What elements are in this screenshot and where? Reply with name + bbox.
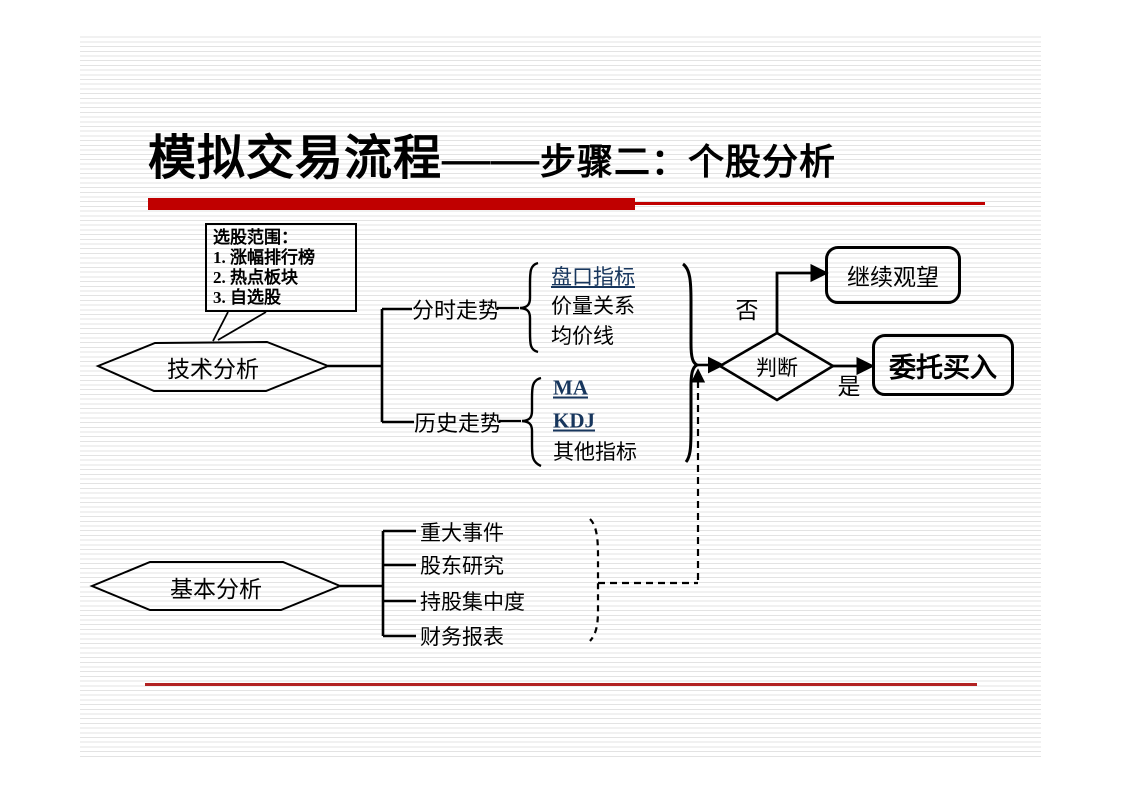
link-kdj[interactable]: KDJ (553, 408, 595, 433)
callout-tail (212, 311, 267, 342)
title-underline-thick (148, 198, 635, 210)
branch1-label: 分时走势 (411, 298, 501, 323)
decision-no-label: 否 (735, 298, 759, 323)
fundamental-dashed-brace (589, 518, 600, 642)
item-jialiang-guanxi: 价量关系 (551, 294, 635, 318)
callout-line-2: 1. 涨幅排行榜 (213, 248, 315, 267)
keep-watching-box: 继续观望 (825, 246, 961, 304)
tech-hexagon-label: 技术分析 (167, 357, 259, 382)
item-zhongda-shijian: 重大事件 (420, 521, 504, 545)
decision-yes-label: 是 (837, 374, 861, 399)
no-branch-arrow (775, 263, 829, 333)
item-gudong-yanjiu: 股东研究 (420, 554, 504, 578)
link-pankou-zhibiao[interactable]: 盘口指标 (551, 265, 635, 289)
callout-line-3: 2. 热点板块 (213, 268, 298, 287)
footer-divider (145, 683, 977, 686)
branch2-brace (521, 376, 542, 468)
fundamental-hexagon-label: 基本分析 (170, 577, 262, 602)
tech-branch-bracket (380, 307, 414, 424)
callout-line-4: 3. 自选股 (213, 288, 281, 307)
page-title: 模拟交易流程—— 步骤二：个股分析 (148, 118, 1048, 188)
decision-diamond-label: 判断 (756, 356, 798, 380)
keep-watching-label: 继续观望 (847, 265, 939, 290)
page-title-main: 模拟交易流程—— (148, 132, 541, 185)
item-caiwu-baobiao: 财务报表 (420, 625, 504, 649)
page-title-sub: 步骤二：个股分析 (540, 142, 837, 182)
buy-order-label: 委托买入 (889, 352, 997, 383)
stock-pool-callout: 选股范围： 1. 涨幅排行榜 2. 热点板块 3. 自选股 (205, 223, 357, 312)
buy-order-box: 委托买入 (872, 334, 1014, 396)
branch2-label: 历史走势 (413, 411, 503, 436)
link-ma[interactable]: MA (553, 375, 588, 400)
branch1-brace (519, 261, 539, 354)
title-underline-thin (635, 202, 985, 205)
callout-line-1: 选股范围： (213, 228, 298, 247)
item-chigu-jizhongdu: 持股集中度 (420, 590, 525, 614)
item-qita-zhibiao: 其他指标 (553, 440, 637, 464)
fundamental-bracket (381, 529, 416, 638)
item-junjiaxian: 均价线 (551, 324, 614, 348)
gather-brace (681, 262, 701, 463)
